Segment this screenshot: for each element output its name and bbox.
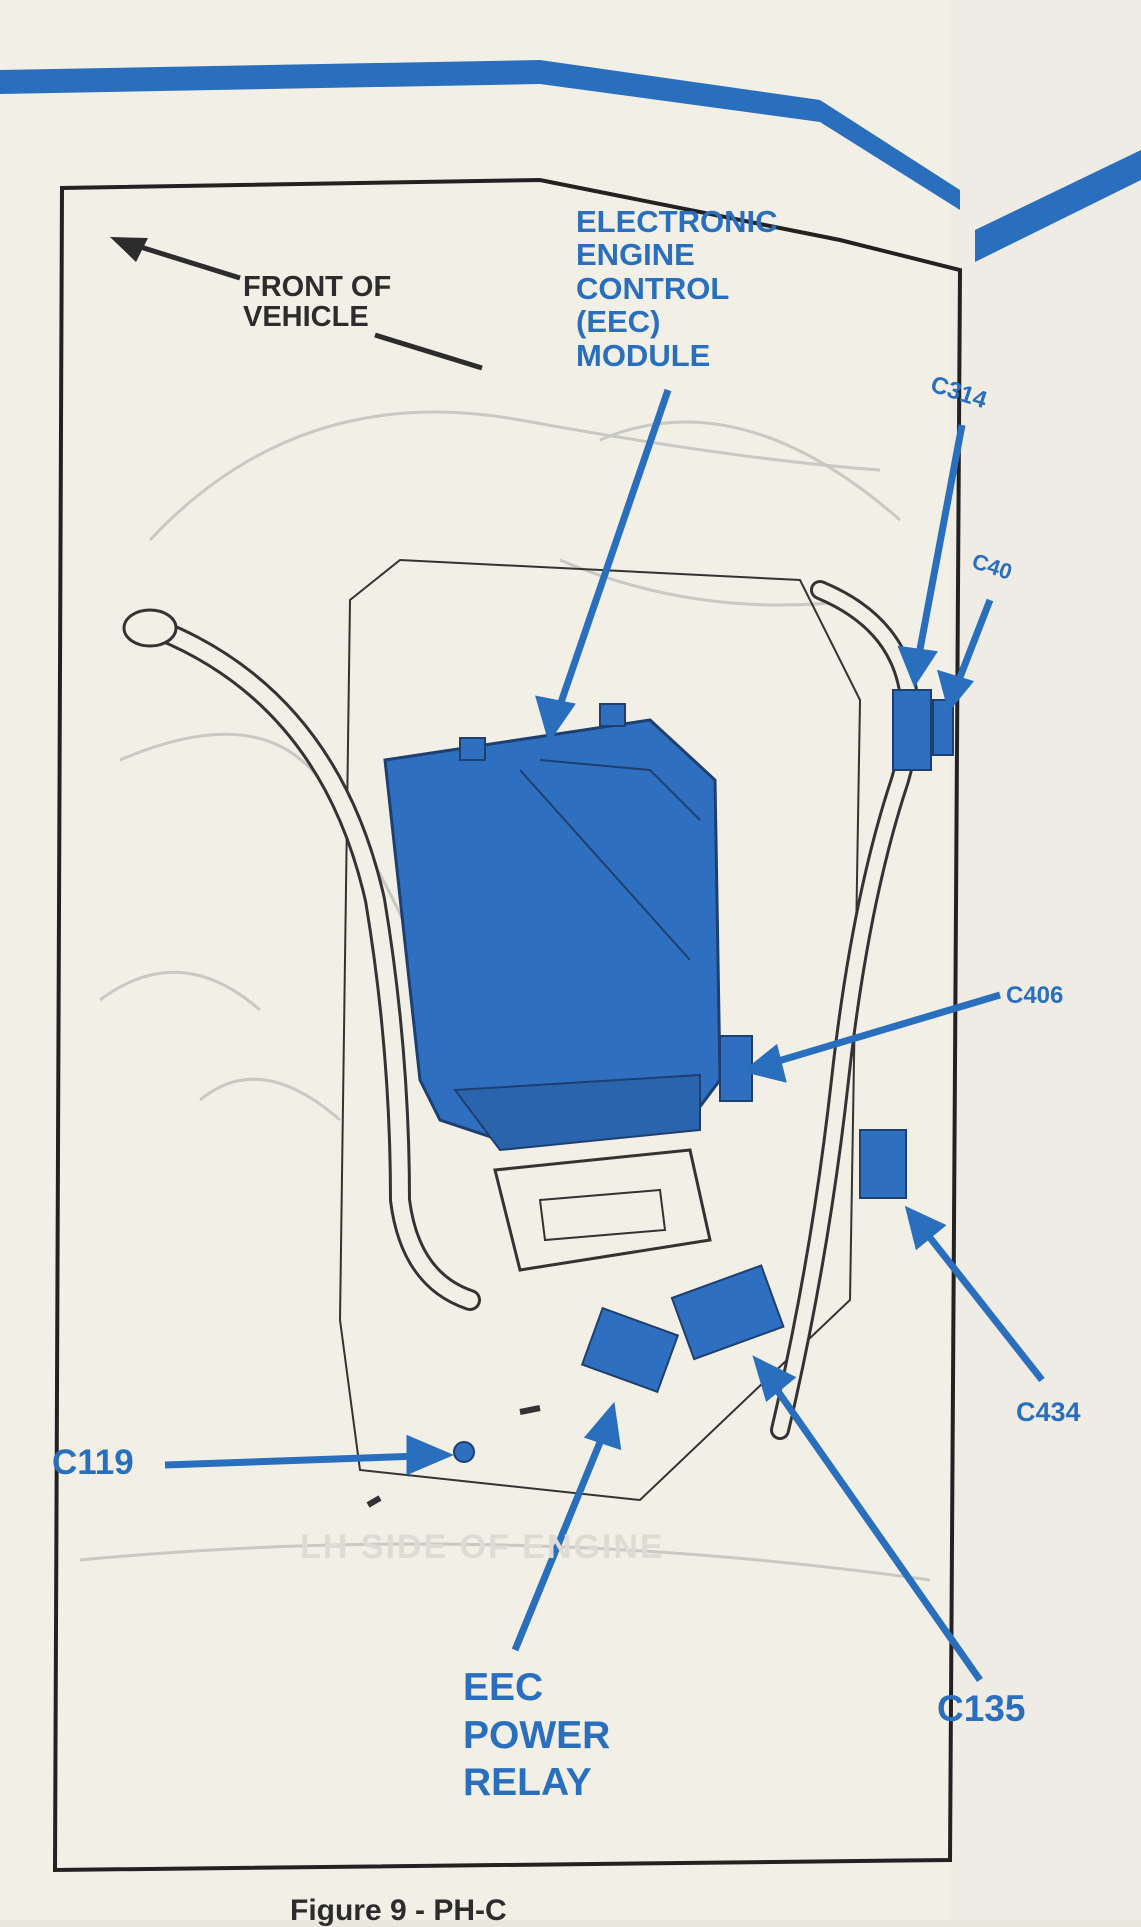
figure-frame [52,177,963,1873]
right-page-stripe [975,150,1141,262]
c406-label: C406 [1006,982,1064,1009]
front-of-vehicle-label: FRONT OF VEHICLE [243,271,392,334]
c119-label: C119 [52,1443,134,1482]
connector-c314-shape [892,689,932,771]
faint-caption-text: LH SIDE OF ENGINE [300,1528,665,1566]
mounting-panel-outline [338,558,862,1502]
header-stripe [0,60,960,210]
c434-label: C434 [1016,1397,1081,1427]
arrow-c314 [914,424,966,661]
faint-background-lines [79,410,931,1582]
eec-module-shape [383,703,722,1152]
arrow-c434 [917,1222,1045,1383]
arrow-c135 [767,1377,983,1683]
connector-c40-shape [932,699,954,756]
front-arrow-tail [374,332,483,371]
arrow-c40 [951,598,994,692]
relay-bracket [493,1148,712,1272]
arrow-c119 [164,1452,421,1469]
ground-c119-shape [453,1441,475,1463]
leader-arrows [164,388,1045,1683]
eec-power-relay-label: EEC POWER RELAY [463,1666,611,1805]
adjacent-page [950,0,1141,1920]
eec-module-label: ELECTRONIC ENGINE CONTROL (EEC) MODULE [576,204,778,373]
connector-c135-shape [670,1264,785,1361]
figure-caption: Figure 9 - PH-C [290,1894,507,1927]
arrow-c406 [764,991,1001,1069]
arrow-eec-module [551,388,672,722]
c135-label: C135 [937,1688,1026,1729]
connector-c434-shape [859,1129,907,1199]
eec-power-relay-shape [580,1306,680,1394]
arrow-eec-power-relay [511,1428,609,1652]
